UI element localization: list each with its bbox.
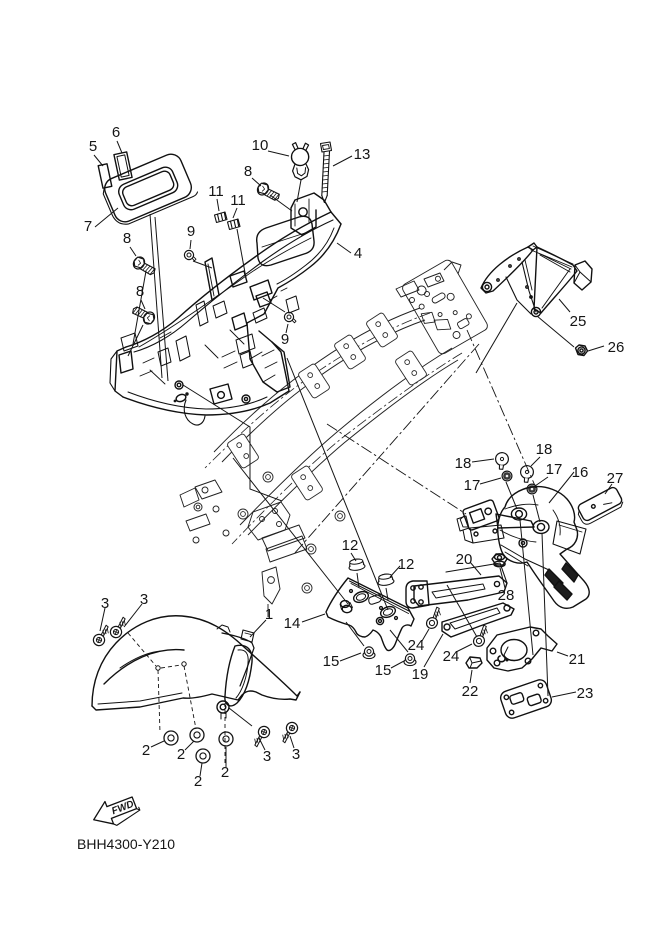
- svg-text:23: 23: [577, 685, 594, 702]
- svg-text:12: 12: [342, 537, 359, 554]
- svg-text:8: 8: [136, 283, 144, 300]
- svg-text:12: 12: [398, 556, 415, 573]
- svg-text:18: 18: [455, 455, 472, 472]
- svg-text:21: 21: [569, 651, 586, 668]
- svg-text:2: 2: [221, 764, 229, 781]
- svg-text:BHH4300-Y210: BHH4300-Y210: [77, 836, 175, 852]
- svg-text:18: 18: [536, 441, 553, 458]
- svg-text:8: 8: [244, 163, 252, 180]
- svg-text:8: 8: [123, 230, 131, 247]
- svg-text:2: 2: [142, 742, 150, 759]
- svg-text:11: 11: [208, 183, 224, 200]
- svg-text:2: 2: [194, 773, 202, 790]
- svg-text:1: 1: [265, 606, 273, 623]
- svg-text:24: 24: [408, 637, 425, 654]
- svg-text:3: 3: [292, 746, 300, 763]
- svg-text:22: 22: [462, 683, 479, 700]
- svg-text:15: 15: [323, 653, 340, 670]
- svg-text:2: 2: [177, 746, 185, 763]
- svg-text:20: 20: [456, 551, 473, 568]
- svg-text:5: 5: [89, 138, 97, 155]
- svg-text:3: 3: [101, 595, 109, 612]
- svg-text:13: 13: [354, 146, 371, 163]
- svg-text:10: 10: [252, 137, 269, 154]
- svg-text:17: 17: [546, 461, 563, 478]
- svg-text:19: 19: [412, 666, 429, 683]
- svg-text:25: 25: [570, 313, 587, 330]
- svg-text:11: 11: [230, 192, 246, 209]
- svg-text:24: 24: [443, 648, 460, 665]
- svg-text:14: 14: [284, 615, 301, 632]
- svg-text:17: 17: [464, 477, 481, 494]
- svg-text:3: 3: [140, 591, 148, 608]
- svg-text:7: 7: [84, 218, 92, 235]
- svg-text:3: 3: [263, 748, 271, 765]
- svg-text:15: 15: [375, 662, 392, 679]
- svg-text:16: 16: [572, 464, 589, 481]
- svg-text:9: 9: [187, 223, 195, 240]
- svg-text:26: 26: [608, 339, 625, 356]
- svg-text:6: 6: [112, 124, 120, 141]
- svg-text:27: 27: [607, 470, 624, 487]
- svg-text:4: 4: [354, 245, 362, 262]
- svg-text:28: 28: [498, 587, 515, 604]
- svg-text:9: 9: [281, 331, 289, 348]
